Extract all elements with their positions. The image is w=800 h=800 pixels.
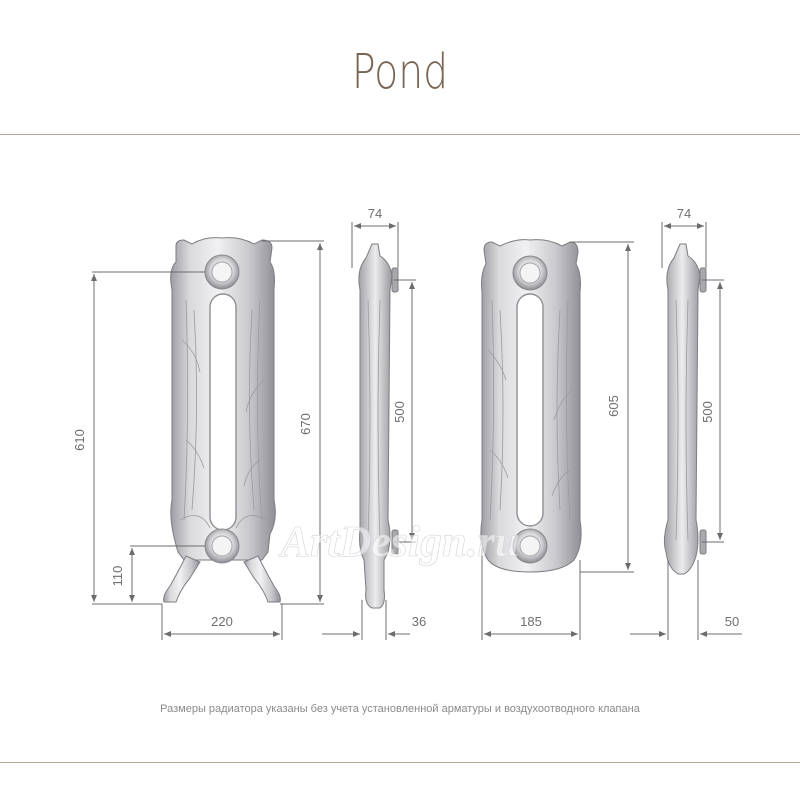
- front-tall-right-leg: [243, 555, 281, 603]
- front-tall-left-leg: [163, 555, 201, 603]
- dim-50-label: 50: [725, 614, 739, 629]
- dim-220-label: 220: [211, 614, 233, 629]
- side-view-tall: [358, 243, 399, 609]
- top-divider: [0, 134, 800, 135]
- dim-500-tall-label: 500: [392, 401, 407, 423]
- footnote-caption: Размеры радиатора указаны без учета уста…: [160, 703, 640, 715]
- dim-110-label: 110: [110, 566, 125, 587]
- dimension-lines: [91, 222, 742, 640]
- dim-36-label: 36: [412, 614, 426, 629]
- dim-500-short-label: 500: [700, 401, 715, 423]
- dim-605-label: 605: [606, 395, 621, 417]
- dim-670-label: 670: [298, 413, 313, 435]
- dim-74-tall-label: 74: [368, 206, 382, 221]
- side-short-body: [663, 243, 701, 575]
- front-short-slot: [516, 293, 544, 527]
- dim-610-label: 610: [72, 429, 87, 451]
- front-short-reed-ornament: [487, 299, 573, 521]
- watermark: ArtDesign.ru: [278, 517, 519, 566]
- front-tall-slot: [209, 293, 237, 531]
- page-title: Pond: [351, 44, 449, 100]
- dim-74-short-label: 74: [677, 206, 691, 221]
- dim-185-label: 185: [520, 614, 542, 629]
- front-tall-reed-ornament: [179, 299, 267, 529]
- front-view-tall: [163, 237, 281, 603]
- dimension-labels: 610 110 670 220 74 500 36 605 185 74 500…: [72, 206, 739, 629]
- front-view-short: [480, 239, 582, 573]
- bottom-divider: [0, 762, 800, 763]
